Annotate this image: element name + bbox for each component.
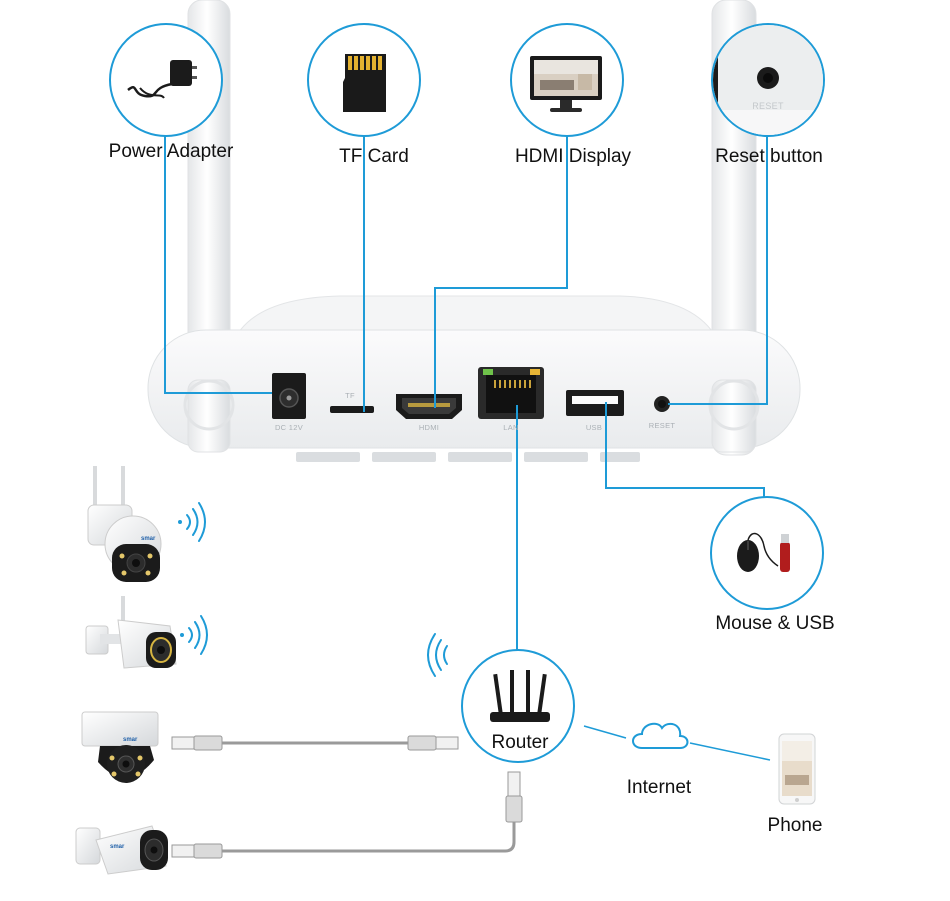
hdmi-display-callout [510, 23, 624, 137]
camera-brand-text: smar [141, 536, 156, 542]
tf-card-callout [307, 23, 421, 137]
hdmi-port-label: HDMI [418, 423, 440, 432]
reset-hole [654, 396, 670, 412]
reset-connector [668, 136, 768, 405]
dc-power-port [272, 373, 306, 419]
mouse-usb-label: Mouse & USB [715, 613, 835, 634]
nvr-vents [296, 452, 640, 462]
usb-connector [605, 402, 765, 497]
usb-drive-icon [780, 534, 790, 572]
wall-ptz-camera: smar [81, 711, 159, 783]
ethernet-cable-cam3 [171, 735, 459, 751]
reset-port-label: RESET [648, 421, 676, 430]
monitor-icon [530, 56, 602, 112]
camera-brand-text: smar [123, 737, 138, 743]
hdmi-connector [434, 136, 568, 408]
tf-card-label: TF Card [339, 146, 409, 167]
internet-label: Internet [626, 777, 692, 798]
hdmi-display-label: HDMI Display [514, 146, 632, 167]
tf-port-label: TF [345, 391, 355, 400]
ethernet-cable-cam4 [171, 771, 523, 859]
wifi-signal-icon [427, 633, 448, 677]
reset-button-label: Reset button [715, 146, 823, 167]
bullet-wifi-camera [85, 596, 177, 669]
router-callout [461, 649, 575, 763]
tf-card-slot [330, 406, 374, 413]
tf-card-icon [343, 54, 386, 112]
power-connector [164, 136, 272, 394]
hdmi-port [396, 394, 462, 419]
phone-label: Phone [767, 815, 823, 836]
internet-links [583, 725, 771, 761]
bullet-wired-camera: smar [75, 825, 168, 875]
power-adapter-label: Power Adapter [108, 141, 234, 162]
mouse-usb-callout [710, 496, 824, 610]
ptz-wifi-camera: smar [87, 466, 162, 582]
wifi-signal-icon [178, 502, 206, 542]
phone-icon [778, 733, 816, 805]
mouse-icon [737, 532, 779, 572]
camera-brand-text: smar [110, 844, 125, 850]
power-adapter-icon [127, 60, 197, 99]
lan-port [478, 367, 544, 419]
connector-lines [164, 136, 768, 652]
nvr-device [147, 0, 801, 462]
router-icon [490, 670, 550, 722]
dc-port-label: DC 12V [274, 423, 304, 432]
usb-port [566, 390, 624, 416]
nvr-body [147, 329, 801, 449]
lan-port-label: LAN [503, 423, 519, 432]
cloud-icon [632, 722, 689, 749]
wifi-signal-icon [180, 615, 208, 655]
reset-zoom-label: RESET [752, 101, 784, 111]
power-adapter-callout [109, 23, 223, 137]
router-label: Router [491, 732, 549, 753]
reset-button-callout [711, 23, 825, 137]
usb-port-label: USB [585, 423, 603, 432]
